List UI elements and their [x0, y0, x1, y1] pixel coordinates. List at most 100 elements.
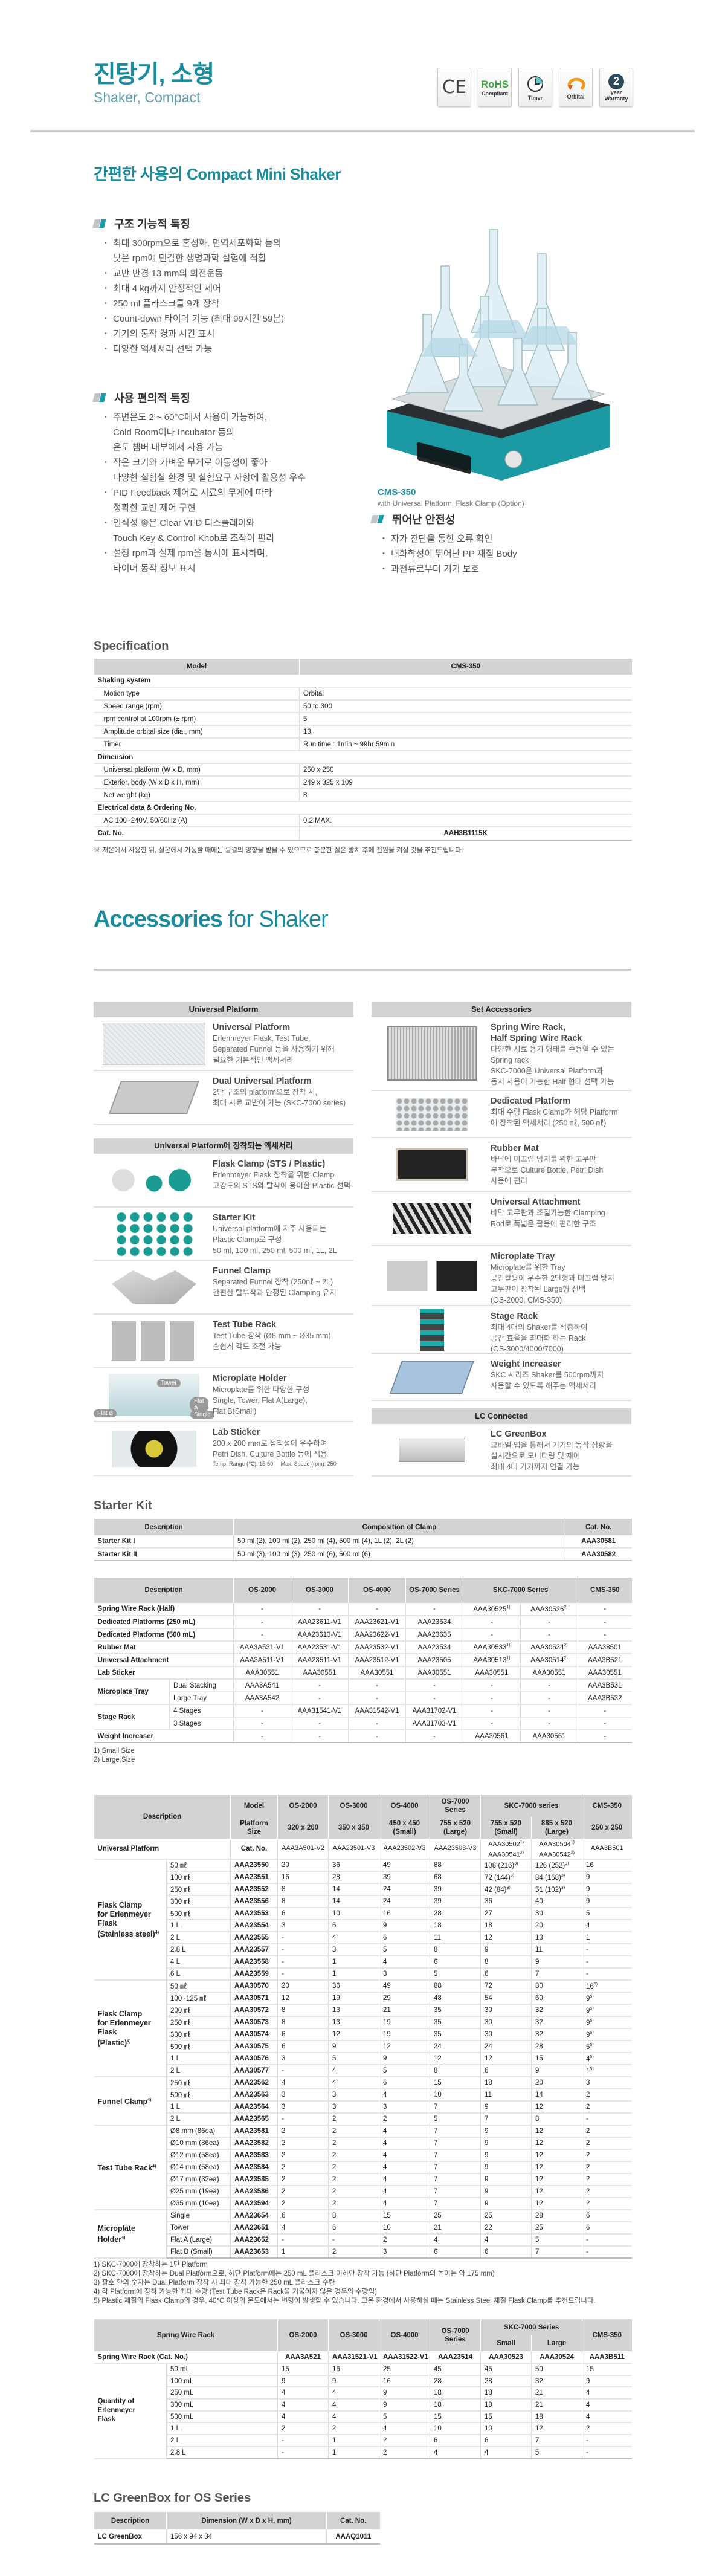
- cat-no: AAA23581: [230, 2125, 278, 2138]
- cat-no: AAA23594: [230, 2198, 278, 2211]
- quantity: 13: [328, 2016, 379, 2030]
- sticker-image: [112, 1430, 196, 1467]
- quantity: 20: [277, 1980, 329, 1993]
- quantity: 4: [277, 2399, 329, 2412]
- quantity: 72: [480, 1980, 532, 1993]
- quantity: 9: [531, 2065, 582, 2078]
- footnote: 1) SKC-7000에 장착하는 1단 Platform: [94, 2261, 208, 2268]
- compat-cat-no: -: [348, 1692, 406, 1705]
- quantity: 2: [277, 2186, 329, 2199]
- quantity: 12: [480, 2053, 532, 2066]
- quantity: 6: [582, 2210, 632, 2223]
- quantity: -: [277, 2113, 329, 2126]
- quantity: 10: [379, 2222, 430, 2235]
- footnote: 1) Small Size: [94, 1747, 135, 1755]
- kit-name: Starter Kit I: [94, 1535, 234, 1549]
- quantity: 2: [582, 2186, 632, 2199]
- quantity: 20: [531, 1920, 582, 1933]
- spec-label: rpm control at 100rpm (± rpm): [94, 713, 300, 726]
- spec-section-row: Dimension: [94, 751, 632, 764]
- feature-bullet: Count-down 타이머 기능 (최대 99시간 59분): [94, 311, 378, 326]
- quantity: 2: [582, 2173, 632, 2187]
- compat-cat-no: AAA3A542: [233, 1692, 291, 1705]
- quantity: 32: [531, 2375, 582, 2388]
- size-label: 250 ㎖: [166, 1883, 231, 1897]
- footnote: 3) 괄호 안의 숫자는 Dual Platform 장착 시 최대 장착 가능…: [94, 2279, 335, 2286]
- quantity: 51 (102)3): [531, 1883, 582, 1897]
- quantity: 18: [430, 1920, 481, 1933]
- quantity: 13: [531, 1932, 582, 1945]
- accessory-description: Erlenmeyer Flask 장착을 위한 Clamp 고강도의 STS와 …: [213, 1171, 350, 1190]
- spec-value: 50 to 300: [299, 700, 632, 713]
- quantity: 24: [379, 1883, 430, 1897]
- quantity: 2: [379, 2113, 430, 2126]
- size-label: Single: [166, 2210, 231, 2223]
- compat-cat-no: AAA23534: [405, 1641, 463, 1654]
- compat-cat-no: AAA23634: [405, 1616, 463, 1629]
- accessory-description: Test Tube 장착 (Ø8 mm ~ Ø35 mm) 손쉽게 각도 조절 …: [213, 1332, 331, 1351]
- compat-label: Weight Increaser: [94, 1730, 234, 1743]
- compat-label: Dedicated Platforms (250 mL): [94, 1616, 234, 1629]
- cat-no: AAA23550: [230, 1859, 278, 1872]
- quantity: 15: [582, 2363, 632, 2376]
- quantity: 6: [379, 2077, 430, 2090]
- warranty-label: year Warranty: [604, 89, 628, 102]
- group-label: Microplate Holder4): [94, 2210, 167, 2259]
- spec-value: Orbital: [299, 687, 632, 701]
- spec-section-row: Electrical data & Ordering No.: [94, 801, 632, 815]
- spring-cat-no: AAA31522-V1: [379, 2351, 430, 2364]
- cat-no: AAA30572: [230, 2004, 278, 2018]
- cat-no: AAA23552: [230, 1883, 278, 1897]
- footnote-marker: 4): [152, 2164, 156, 2169]
- size-label: 100 mL: [166, 2375, 278, 2388]
- size-label: 300 ㎖: [166, 2028, 231, 2042]
- quantity: 2: [582, 2149, 632, 2163]
- compat-cat-no: -: [233, 1730, 291, 1743]
- compat-cat-no: -: [578, 1616, 632, 1629]
- quantity: 9: [328, 2040, 379, 2054]
- quantity: 2: [582, 2125, 632, 2138]
- quantity: 10: [480, 2422, 532, 2436]
- compat-cat-no: -: [405, 1603, 463, 1616]
- column-header: Cat. No.: [326, 2512, 380, 2529]
- compat-sublabel: Dual Stacking: [169, 1679, 234, 1692]
- size-label: 250 mL: [166, 2387, 278, 2400]
- spec-note: ※ 저온에서 사용한 뒤, 실온에서 가동할 때에는 응결의 영향을 받을 수 …: [94, 847, 463, 854]
- quantity: 28: [531, 2040, 582, 2054]
- group-label: Quantity of Erlenmeyer Flask: [94, 2363, 167, 2459]
- accessory-group-header: Universal Platform: [94, 1002, 353, 1017]
- size-label: Ø12 mm (58ea): [166, 2149, 231, 2163]
- product-caption: with Universal Platform, Flask Clamp (Op…: [378, 499, 524, 508]
- column-header: Small: [480, 2335, 532, 2351]
- cat-no: AAA30577: [230, 2065, 278, 2078]
- quantity: 4: [379, 2089, 430, 2102]
- quantity: 6: [430, 2435, 481, 2447]
- quantity: 21: [379, 2004, 430, 2018]
- accessory-description: 최대 수량 Flask Clamp가 해당 Platform 에 장착된 액세서…: [491, 1108, 618, 1127]
- quantity: 28: [531, 2210, 582, 2223]
- compat-cat-no: -: [520, 1692, 578, 1705]
- accessory-group-header: LC Connected: [372, 1408, 631, 1424]
- compat-cat-no: AAA23613-V1: [291, 1628, 349, 1642]
- platform-image: [103, 1022, 205, 1065]
- warranty-icon: 2: [608, 73, 624, 89]
- quantity: 40: [531, 1895, 582, 1909]
- quantity: 9: [480, 2198, 532, 2211]
- quantity: 4: [582, 1920, 632, 1933]
- footnote-marker: 2): [570, 1850, 575, 1855]
- quantity: -: [582, 1944, 632, 1957]
- size-label: 300 mL: [166, 2399, 278, 2412]
- quantity: 54: [480, 1992, 532, 2005]
- compat-cat-no: AAA3B532: [578, 1692, 632, 1705]
- quantity: -: [277, 1932, 329, 1945]
- timer-badge: Timer: [518, 68, 552, 107]
- spec-section-title: Dimension: [94, 751, 632, 764]
- compat-row: Dedicated Platforms (500 mL)-AAA23613-V1…: [94, 1628, 632, 1642]
